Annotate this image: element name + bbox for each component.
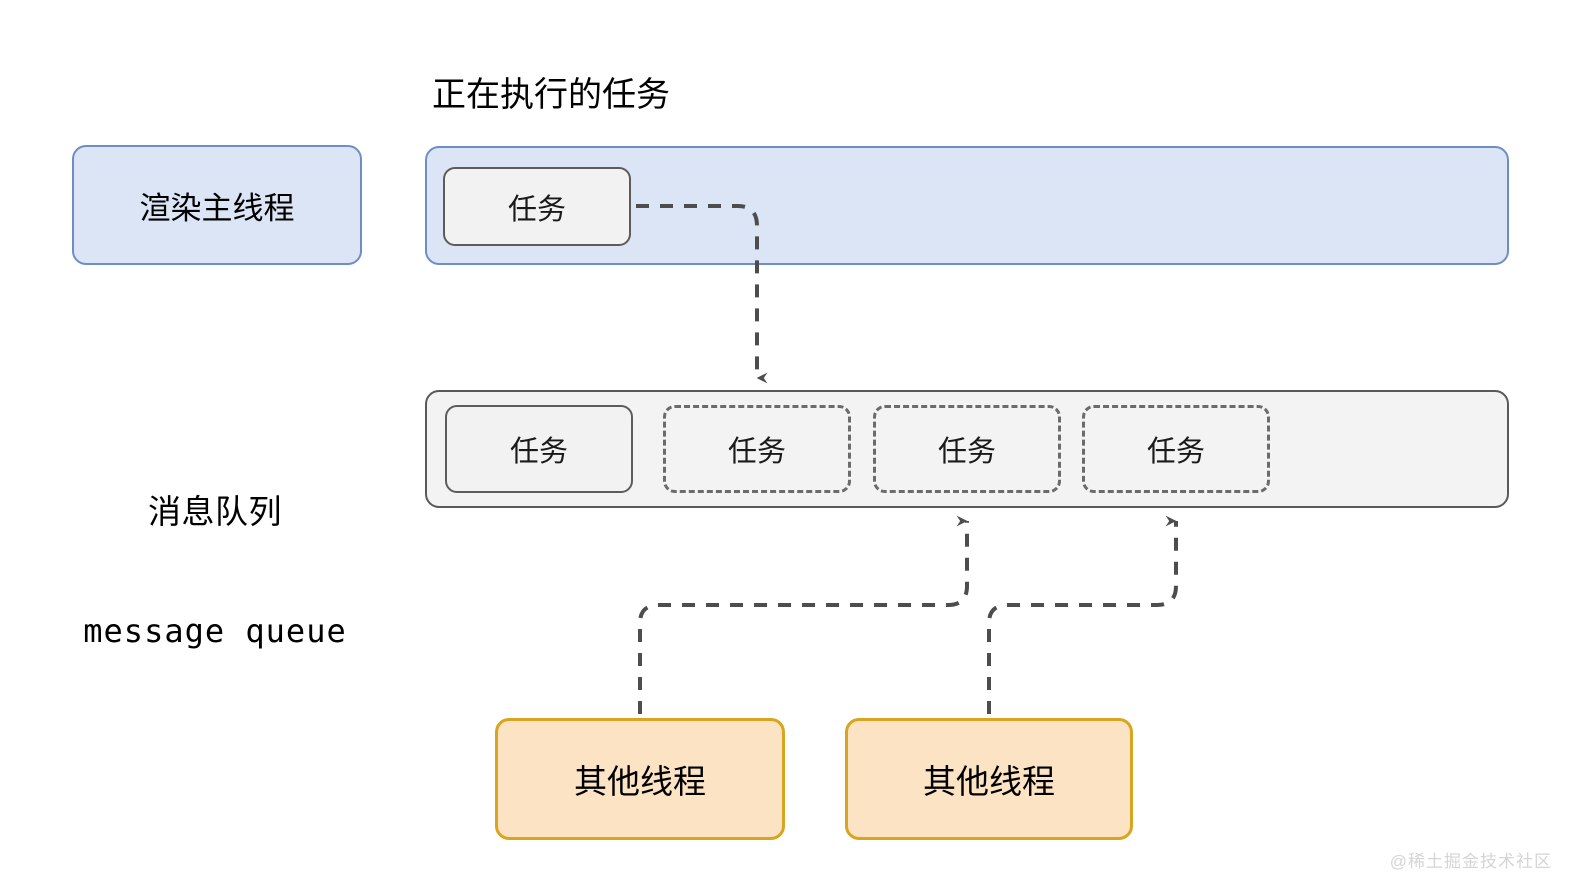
queue-task-chip-0: 任务 bbox=[445, 405, 633, 493]
queue-task-chip-2: 任务 bbox=[873, 405, 1061, 493]
render-main-thread-label: 渲染主线程 bbox=[139, 190, 295, 226]
message-queue-label-en: message queue bbox=[83, 611, 347, 650]
arrow-other-thread-1-to-queue bbox=[638, 515, 969, 714]
other-thread-box-2: 其他线程 bbox=[845, 718, 1133, 840]
watermark: @稀土掘金技术社区 bbox=[1389, 852, 1552, 871]
message-queue-label: 消息队列 message queue bbox=[20, 415, 410, 728]
running-task-chip: 任务 bbox=[443, 167, 631, 246]
running-task-title: 正在执行的任务 bbox=[432, 76, 670, 114]
message-queue-label-cn: 消息队列 bbox=[148, 492, 282, 530]
arrow-other-thread-2-to-queue bbox=[987, 515, 1178, 714]
queue-task-chip-1: 任务 bbox=[663, 405, 851, 493]
render-main-thread-box: 渲染主线程 bbox=[72, 145, 362, 265]
queue-task-chip-3: 任务 bbox=[1082, 405, 1270, 493]
other-thread-box-1: 其他线程 bbox=[495, 718, 785, 840]
